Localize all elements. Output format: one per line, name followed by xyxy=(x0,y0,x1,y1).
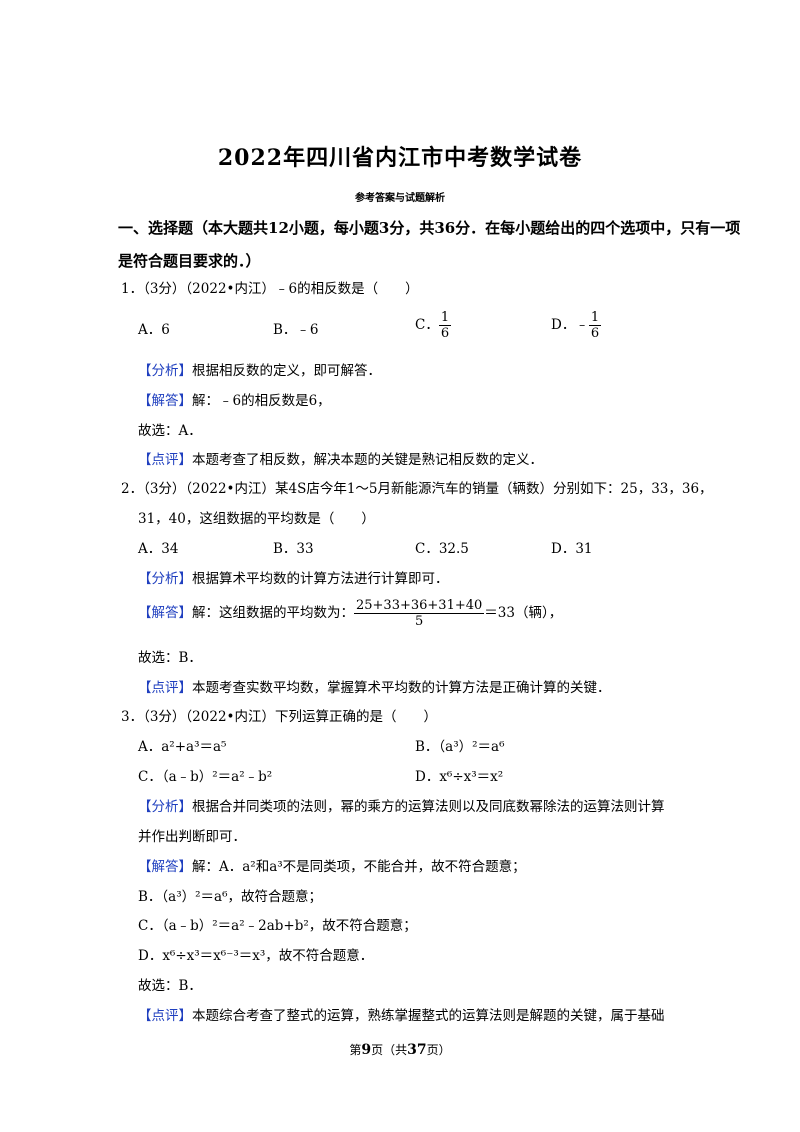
q2-analysis: 【分析】根据算术平均数的计算方法进行计算即可． xyxy=(138,567,449,587)
fraction-numerator: 1 xyxy=(438,310,452,326)
q3-answer-a: 【解答】解：A．a²和a³不是同类项，不能合并，故不符合题意； xyxy=(138,855,526,875)
answer-tag: 【解答】 xyxy=(138,605,192,621)
footer-page-number: 9 xyxy=(361,1042,372,1058)
fraction-numerator: 1 xyxy=(588,310,602,326)
q2-stem-line1: 2．（3分）（2022•内江）某4S店今年1～5月新能源汽车的销量（辆数）分别如… xyxy=(121,481,713,497)
q3-analysis-text: 根据合并同类项的法则，幂的乘方的运算法则以及同底数幂除法的运算法则计算 xyxy=(192,799,665,815)
q1-option-d-label: D．﹣ xyxy=(551,317,589,333)
q2-stem-line2: 31，40，这组数据的平均数是（ ） xyxy=(138,511,375,527)
page-footer: 第9页（共37页） xyxy=(0,1041,800,1058)
q1-comment: 【点评】本题考查了相反数，解决本题的关键是熟记相反数的定义． xyxy=(138,448,543,468)
q2-option-a: A．34 xyxy=(138,541,179,557)
fraction-denominator: 6 xyxy=(590,326,600,341)
q2-answer-prefix: 解：这组数据的平均数为： xyxy=(192,605,354,621)
q2-comment-text: 本题考查实数平均数，掌握算术平均数的计算方法是正确计算的关键． xyxy=(192,680,611,696)
footer-total-pages: 37 xyxy=(407,1042,427,1058)
q1-comment-text: 本题考查了相反数，解决本题的关键是熟记相反数的定义． xyxy=(192,452,543,468)
q3-answer-d: D．x⁶÷x³＝x⁶⁻³＝x³，故不符合题意． xyxy=(138,948,374,964)
q2-analysis-text: 根据算术平均数的计算方法进行计算即可． xyxy=(192,571,449,587)
q2-option-c: C．32.5 xyxy=(415,541,469,557)
section-heading-line1: 一、选择题（本大题共12小题，每小题3分，共36分．在每小题给出的四个选项中，只… xyxy=(118,219,741,237)
analysis-tag: 【分析】 xyxy=(138,363,192,379)
analysis-tag: 【分析】 xyxy=(138,799,192,815)
section-heading-line2: 是符合题目要求的．） xyxy=(118,252,261,270)
q3-choice: 故选：B． xyxy=(138,978,202,994)
q3-option-d: D．x⁶÷x³＝x² xyxy=(415,769,504,785)
comment-tag: 【点评】 xyxy=(138,680,192,696)
q2-answer-suffix: ＝33（辆）， xyxy=(484,605,563,621)
q3-stem: 3．（3分）（2022•内江）下列运算正确的是（ ） xyxy=(121,709,437,725)
q3-analysis-line1: 【分析】根据合并同类项的法则，幂的乘方的运算法则以及同底数幂除法的运算法则计算 xyxy=(138,795,665,815)
q3-option-a: A．a²+a³＝a⁵ xyxy=(138,739,227,755)
q3-answer-a-text: 解：A．a²和a³不是同类项，不能合并，故不符合题意； xyxy=(192,859,526,875)
page-subtitle: 参考答案与试题解析 xyxy=(355,193,445,204)
comment-tag: 【点评】 xyxy=(138,452,192,468)
comment-tag: 【点评】 xyxy=(138,1008,192,1024)
fraction-denominator: 6 xyxy=(440,326,450,341)
q3-comment: 【点评】本题综合考查了整式的运算，熟练掌握整式的运算法则是解题的关键，属于基础 xyxy=(138,1004,665,1024)
q1-choice: 故选：A． xyxy=(138,423,202,439)
fraction-numerator: 25+33+36+31+40 xyxy=(354,598,485,614)
q2-option-b: B．33 xyxy=(273,541,314,557)
q3-analysis-line2: 并作出判断即可． xyxy=(138,829,246,845)
footer-suffix: 页） xyxy=(426,1043,451,1057)
q3-answer-b: B．（a³）²＝a⁶，故符合题意； xyxy=(138,889,323,905)
q1-analysis: 【分析】根据相反数的定义，即可解答． xyxy=(138,359,381,379)
q2-option-d: D．31 xyxy=(551,541,593,557)
q1-analysis-text: 根据相反数的定义，即可解答． xyxy=(192,363,381,379)
q1-option-a: A．6 xyxy=(138,322,170,338)
q3-option-c: C．（a﹣b）²＝a²﹣b² xyxy=(138,769,273,785)
q1-option-b: B．﹣6 xyxy=(273,322,319,338)
q1-stem: 1．（3分）（2022•内江）﹣6的相反数是（ ） xyxy=(121,281,419,297)
analysis-tag: 【分析】 xyxy=(138,571,192,587)
q1-option-c-label: C． xyxy=(415,317,439,333)
fraction-denominator: 5 xyxy=(415,614,424,629)
q2-comment: 【点评】本题考查实数平均数，掌握算术平均数的计算方法是正确计算的关键． xyxy=(138,676,611,696)
answer-tag: 【解答】 xyxy=(138,859,192,875)
page-title: 2022年四川省内江市中考数学试卷 xyxy=(217,145,583,171)
q1-answer-text: 解：﹣6的相反数是6， xyxy=(192,393,331,409)
q3-comment-text: 本题综合考查了整式的运算，熟练掌握整式的运算法则是解题的关键，属于基础 xyxy=(192,1008,665,1024)
q3-answer-c: C．（a﹣b）²＝a²﹣2ab+b²，故不符合题意； xyxy=(138,918,417,934)
q3-option-b: B．（a³）²＝a⁶ xyxy=(415,739,505,755)
q1-answer: 【解答】解：﹣6的相反数是6， xyxy=(138,389,331,409)
answer-tag: 【解答】 xyxy=(138,393,192,409)
footer-prefix: 第 xyxy=(349,1043,362,1057)
footer-mid: 页（共 xyxy=(371,1043,408,1057)
q2-choice: 故选：B． xyxy=(138,650,202,666)
